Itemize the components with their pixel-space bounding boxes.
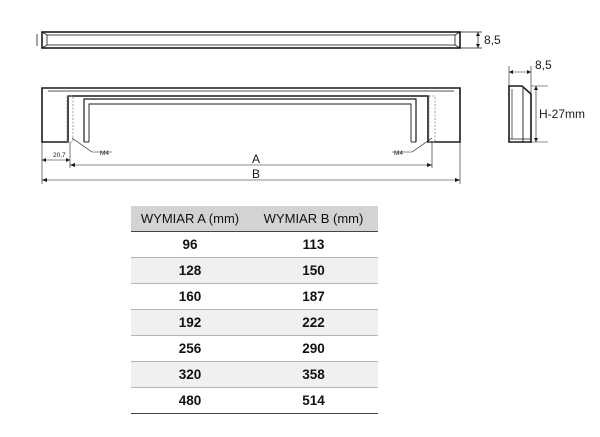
- handle-top-view: [36, 31, 461, 49]
- dimension-thickness: 8,5: [460, 31, 501, 49]
- cell-dimension-b: 514: [249, 387, 378, 414]
- cell-dimension-a: 480: [131, 387, 249, 414]
- cell-dimension-a: 320: [131, 361, 249, 388]
- offset-label: 20,7: [53, 152, 66, 159]
- handle-technical-drawing: 8,5 M4 M4 20,7 A: [36, 31, 585, 184]
- cell-dimension-b: 150: [249, 257, 378, 284]
- cell-dimension-a: 160: [131, 283, 249, 310]
- dimension-a: A: [70, 142, 433, 168]
- depth-label: 8,5: [535, 58, 552, 72]
- thread-callout-right: M4: [392, 137, 433, 157]
- table-row: 160 187: [131, 283, 378, 310]
- table-row: 192 222: [131, 309, 378, 336]
- cell-dimension-a: 96: [131, 231, 249, 258]
- thickness-label: 8,5: [484, 33, 501, 47]
- height-label: H-27mm: [539, 107, 585, 121]
- cell-dimension-a: 128: [131, 257, 249, 284]
- table-row: 320 358: [131, 361, 378, 388]
- dimension-b: B: [42, 142, 461, 184]
- header-dimension-b: WYMIAR B (mm): [249, 206, 378, 232]
- header-dimension-a: WYMIAR A (mm): [131, 206, 249, 232]
- cell-dimension-b: 187: [249, 283, 378, 310]
- handle-side-view: [508, 85, 532, 143]
- table-row: 256 290: [131, 335, 378, 362]
- cell-dimension-b: 222: [249, 309, 378, 336]
- size-table: WYMIAR A (mm) WYMIAR B (mm) 96 113 128 1…: [131, 206, 378, 414]
- handle-front-view: [41, 87, 461, 143]
- thread-callout-left: M4: [71, 137, 112, 157]
- cell-dimension-b: 358: [249, 361, 378, 388]
- thread-left-label: M4: [100, 150, 109, 157]
- cell-dimension-a: 192: [131, 309, 249, 336]
- dimension-depth: 8,5: [508, 58, 552, 94]
- table-row: 128 150: [131, 257, 378, 284]
- table-row: 480 514: [131, 387, 378, 414]
- cell-dimension-b: 113: [249, 231, 378, 258]
- table-row: 96 113: [131, 231, 378, 258]
- size-table-header: WYMIAR A (mm) WYMIAR B (mm): [131, 206, 378, 232]
- dim-b-label: B: [252, 167, 260, 181]
- dimension-offset: 20,7: [41, 142, 71, 184]
- dim-a-label: A: [252, 152, 260, 166]
- thread-right-label: M4: [394, 150, 403, 157]
- cell-dimension-a: 256: [131, 335, 249, 362]
- dimension-height: H-27mm: [531, 85, 585, 143]
- cell-dimension-b: 290: [249, 335, 378, 362]
